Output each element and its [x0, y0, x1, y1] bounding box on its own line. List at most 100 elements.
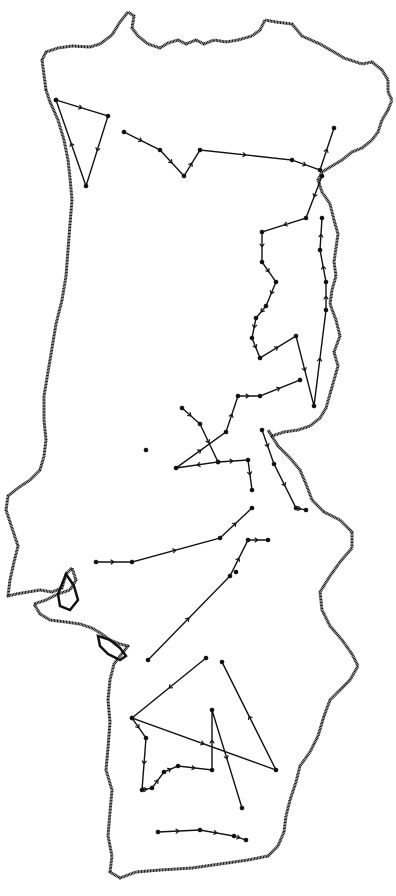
- direction-arrow: [110, 559, 115, 565]
- direction-arrow: [191, 764, 196, 771]
- direction-arrow: [247, 715, 253, 721]
- route-point: [317, 247, 323, 253]
- direction-arrow: [186, 411, 192, 417]
- route-point: [317, 167, 323, 173]
- direction-arrow: [184, 617, 190, 623]
- route-point: [219, 659, 225, 665]
- direction-arrow: [323, 295, 329, 300]
- route-center-south: [261, 429, 307, 511]
- direction-arrow: [209, 739, 215, 744]
- route-point: [217, 535, 223, 541]
- route-point: [259, 427, 265, 433]
- direction-arrow: [252, 343, 258, 349]
- route-points: [53, 97, 337, 843]
- direction-arrow: [246, 471, 253, 476]
- route-point: [223, 429, 229, 435]
- direction-arrow: [205, 438, 211, 444]
- route-point: [319, 215, 325, 221]
- route-point: [245, 537, 251, 543]
- route-point: [175, 763, 181, 769]
- route-point: [273, 767, 279, 773]
- direction-arrow: [297, 505, 302, 512]
- route-center-2: [217, 459, 253, 491]
- route-point: [245, 457, 251, 463]
- direction-arrow: [137, 137, 143, 143]
- direction-arrow: [188, 162, 193, 168]
- route-point: [209, 707, 215, 713]
- route-point: [121, 129, 127, 135]
- route-point: [235, 393, 241, 399]
- direction-arrow: [312, 192, 318, 198]
- direction-arrow: [259, 243, 265, 248]
- direction-arrow: [245, 393, 250, 399]
- isolated-point: [143, 447, 149, 453]
- direction-arrow: [175, 828, 180, 834]
- route-lines: [55, 99, 335, 841]
- direction-arrow: [166, 767, 172, 773]
- route-point: [249, 487, 255, 493]
- route-point: [303, 507, 309, 513]
- route-point: [319, 173, 325, 179]
- direction-arrow: [231, 522, 237, 528]
- direction-arrow: [196, 449, 202, 454]
- estuary-outline: [96, 634, 128, 662]
- route-point: [173, 465, 179, 471]
- route-point: [143, 735, 149, 741]
- direction-arrow: [69, 142, 75, 148]
- direction-arrow: [168, 684, 174, 689]
- route-point: [263, 303, 269, 309]
- direction-arrow: [141, 760, 147, 765]
- route-point: [271, 461, 277, 467]
- route-point: [259, 259, 265, 265]
- direction-arrow: [199, 740, 205, 746]
- direction-arrow: [318, 233, 324, 238]
- route-point: [197, 147, 203, 153]
- route-point: [145, 657, 151, 663]
- route-point: [265, 537, 271, 543]
- direction-arrow: [229, 458, 234, 464]
- direction-arrow: [242, 151, 247, 158]
- route-point: [311, 403, 317, 409]
- isolated-point: [233, 569, 239, 575]
- country-outline: [4, 10, 394, 880]
- route-east-1: [251, 175, 327, 407]
- route-point: [215, 459, 221, 465]
- route-point: [227, 573, 233, 579]
- route-point: [197, 827, 203, 833]
- direction-arrow: [264, 442, 270, 448]
- direction-arrow: [235, 557, 241, 563]
- route-point: [249, 505, 255, 511]
- route-point: [129, 559, 135, 565]
- route-point: [93, 559, 99, 565]
- route-point: [243, 837, 249, 843]
- route-point: [253, 315, 259, 321]
- route-point: [149, 785, 155, 791]
- direction-arrow: [95, 147, 101, 152]
- route-point: [209, 767, 215, 773]
- route-point: [331, 125, 337, 131]
- route-point: [239, 805, 245, 811]
- route-south-center: [147, 539, 268, 661]
- route-point: [293, 505, 299, 511]
- route-point: [181, 173, 187, 179]
- route-point: [161, 769, 167, 775]
- direction-arrow: [283, 221, 288, 227]
- direction-arrow: [236, 834, 241, 840]
- direction-arrow: [273, 346, 279, 351]
- route-point: [83, 183, 89, 189]
- direction-arrow: [265, 267, 270, 273]
- route-point: [293, 333, 299, 339]
- direction-arrow: [320, 265, 327, 270]
- route-point: [129, 715, 135, 721]
- route-point: [249, 335, 255, 341]
- route-point: [155, 829, 161, 835]
- direction-arrow: [301, 367, 307, 372]
- direction-arrow: [301, 161, 307, 167]
- direction-arrow: [154, 779, 159, 785]
- route-point: [179, 405, 185, 411]
- route-point: [53, 97, 59, 103]
- route-point: [203, 655, 209, 661]
- direction-arrow: [251, 324, 258, 329]
